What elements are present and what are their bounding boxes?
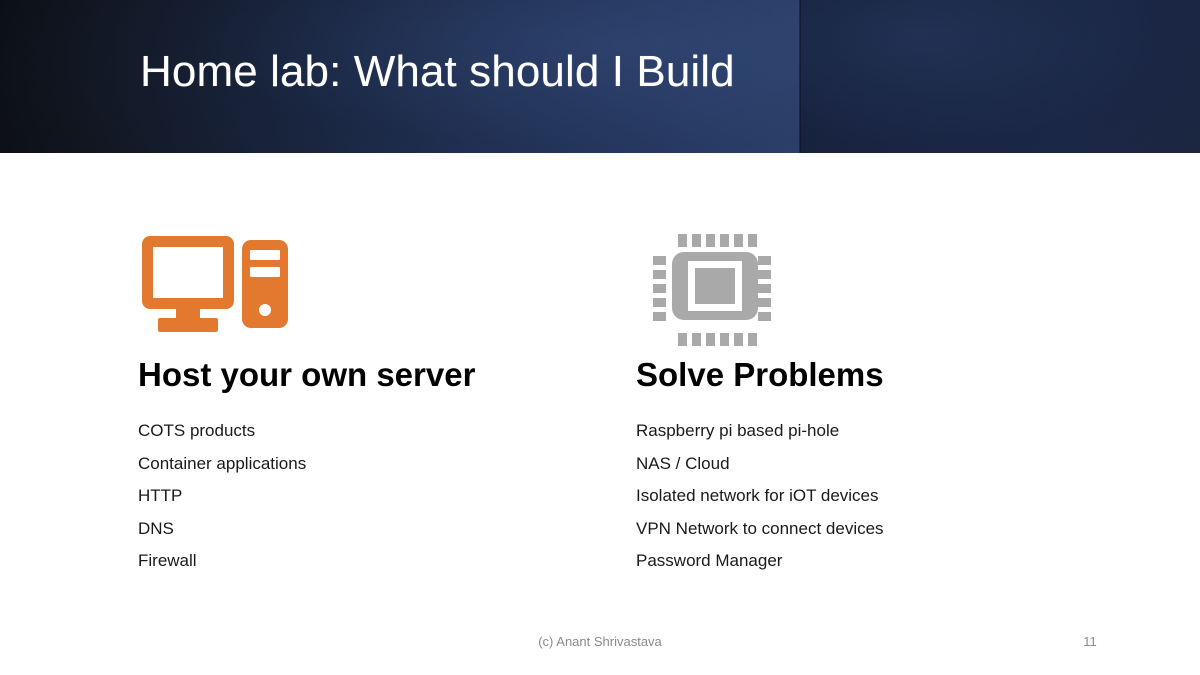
chip-pin-icon bbox=[692, 333, 701, 346]
monitor-screen-icon bbox=[142, 236, 234, 309]
chip-pin-icon bbox=[758, 256, 771, 265]
chip-pin-icon bbox=[706, 234, 715, 247]
list-item: VPN Network to connect devices bbox=[636, 518, 884, 538]
chip-pin-icon bbox=[748, 333, 757, 346]
chip-pin-icon bbox=[653, 284, 666, 293]
list-item: DNS bbox=[138, 518, 174, 538]
list-item: Password Manager bbox=[636, 551, 783, 570]
power-button-icon bbox=[259, 304, 271, 316]
content-column-right: Solve Problems Raspberry pi based pi-hol… bbox=[636, 228, 1106, 578]
chip-pin-icon bbox=[678, 333, 687, 346]
computer-tower-icon bbox=[242, 240, 288, 328]
chip-pin-icon bbox=[692, 234, 701, 247]
left-icon-area bbox=[138, 228, 608, 358]
chip-pin-icon bbox=[720, 333, 729, 346]
chip-pin-icon bbox=[758, 270, 771, 279]
content-column-left: Host your own server COTS products Conta… bbox=[138, 228, 608, 578]
list-item: HTTP bbox=[138, 486, 183, 505]
page-number: 11 bbox=[1083, 634, 1097, 649]
chip-pin-icon bbox=[678, 234, 687, 247]
banner-right-panel bbox=[800, 0, 1200, 153]
chip-pin-icon bbox=[653, 270, 666, 279]
list-item: Isolated network for iOT devices bbox=[636, 486, 879, 505]
chip-core-icon bbox=[688, 261, 742, 311]
chip-pin-icon bbox=[653, 298, 666, 307]
left-column-heading: Host your own server bbox=[138, 356, 476, 393]
banner-divider bbox=[799, 0, 801, 153]
right-column-list: Raspberry pi based pi-hole NAS / Cloud I… bbox=[636, 415, 1106, 578]
chip-pin-icon bbox=[748, 234, 757, 247]
cpu-chip-icon bbox=[644, 228, 778, 354]
title-banner: Home lab: What should I Build bbox=[0, 0, 1200, 153]
monitor-base-icon bbox=[158, 318, 218, 332]
right-icon-area bbox=[636, 228, 1106, 358]
chip-pin-icon bbox=[758, 284, 771, 293]
chip-pin-icon bbox=[758, 298, 771, 307]
right-column-heading: Solve Problems bbox=[636, 356, 884, 393]
list-item: Raspberry pi based pi-hole bbox=[636, 421, 840, 440]
chip-pin-icon bbox=[706, 333, 715, 346]
list-item: Firewall bbox=[138, 551, 197, 570]
list-item: COTS products bbox=[138, 421, 256, 440]
monitor-neck-icon bbox=[176, 309, 200, 320]
chip-pin-icon bbox=[734, 234, 743, 247]
chip-pin-icon bbox=[653, 312, 666, 321]
tower-drive-slot-icon bbox=[250, 250, 280, 260]
chip-pin-icon bbox=[758, 312, 771, 321]
list-item: Container applications bbox=[138, 453, 307, 473]
chip-pin-icon bbox=[653, 256, 666, 265]
chip-pin-icon bbox=[734, 333, 743, 346]
banner-left-panel bbox=[0, 0, 800, 153]
chip-pin-icon bbox=[720, 234, 729, 247]
desktop-computer-icon bbox=[138, 236, 290, 332]
page-title: Home lab: What should I Build bbox=[140, 47, 735, 96]
list-item: NAS / Cloud bbox=[636, 453, 730, 473]
left-column-list: COTS products Container applications HTT… bbox=[138, 415, 608, 578]
tower-drive-slot-icon bbox=[250, 267, 280, 277]
footer-copyright: (c) Anant Shrivastava bbox=[538, 634, 662, 649]
